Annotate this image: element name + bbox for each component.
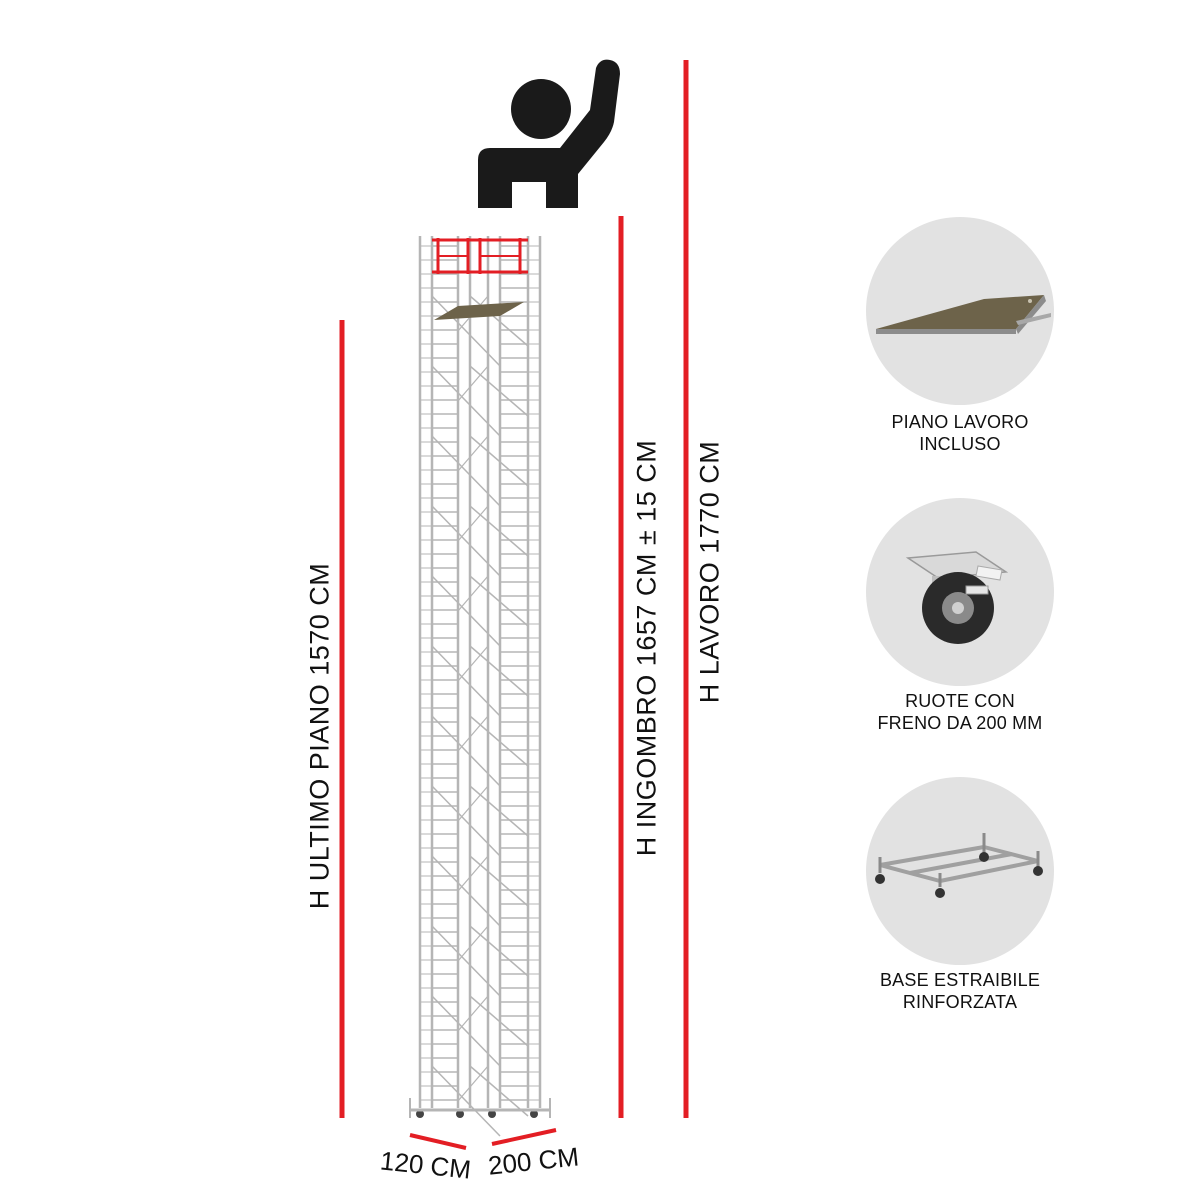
feature-caption: PIANO LAVORO INCLUSO — [826, 411, 1094, 455]
caster-wheel — [530, 1110, 538, 1118]
work-platform-icon — [876, 295, 1051, 334]
tower-brace — [469, 435, 529, 487]
tower-brace — [457, 505, 489, 542]
tower-brace — [431, 435, 501, 507]
tower-brace — [457, 715, 489, 752]
caster-wheel — [416, 1110, 424, 1118]
tower-brace — [457, 645, 489, 682]
tower-brace — [431, 645, 501, 717]
tower-brace — [431, 505, 501, 577]
caster-wheel — [456, 1110, 464, 1118]
tower-brace — [469, 505, 529, 557]
tower-brace — [469, 785, 529, 837]
tower-brace — [431, 575, 501, 647]
tower-brace — [469, 995, 529, 1047]
feature-circle — [866, 777, 1054, 965]
tower-brace — [431, 295, 501, 367]
work-platform — [434, 302, 524, 320]
tower-brace — [431, 365, 501, 437]
caption-line-1: RUOTE CON — [905, 691, 1015, 711]
label-h-ingombro: H INGOMBRO 1657 CM ± 15 CM — [631, 439, 662, 857]
tower-brace — [457, 855, 489, 892]
tower-brace — [469, 575, 529, 627]
tower-brace — [469, 715, 529, 767]
feature-base: BASE ESTRAIBILE RINFORZATA — [866, 777, 1054, 1012]
tower-brace — [457, 785, 489, 822]
label-h-ultimo-piano: H ULTIMO PIANO 1570 CM — [304, 562, 335, 910]
dim-line-width-long — [491, 1128, 557, 1146]
tower-brace — [457, 925, 489, 962]
tower-brace — [469, 295, 529, 347]
tower-brace — [431, 1065, 501, 1137]
caption-line-2: RINFORZATA — [902, 992, 1018, 1012]
tower-brace — [457, 995, 489, 1032]
tower-brace — [431, 855, 501, 927]
tower-brace — [457, 435, 489, 472]
dim-line-width-short — [409, 1133, 467, 1150]
tower-brace — [469, 1065, 529, 1117]
label-h-lavoro: H LAVORO 1770 CM — [694, 440, 725, 704]
feature-circle — [866, 217, 1054, 405]
caster-wheel — [488, 1110, 496, 1118]
tower-brace — [469, 855, 529, 907]
tower-brace — [469, 645, 529, 697]
tower-brace — [457, 365, 489, 402]
tower-brace — [469, 365, 529, 417]
tower-brace — [431, 995, 501, 1067]
tower-brace — [457, 1065, 489, 1102]
caption-line-2: INCLUSO — [919, 434, 1001, 454]
tower-brace — [431, 925, 501, 997]
caption-line-1: BASE ESTRAIBILE — [879, 970, 1041, 990]
tower-brace — [457, 575, 489, 612]
caption-line-2: FRENO DA 200 MM — [877, 713, 1043, 733]
feature-ruote: RUOTE CON FRENO DA 200 MM — [866, 498, 1054, 733]
feature-piano-lavoro: PIANO LAVORO INCLUSO — [866, 217, 1054, 454]
tower-brace — [469, 925, 529, 977]
tower-brace — [431, 715, 501, 787]
caption-line-1: PIANO LAVORO — [891, 412, 1029, 432]
feature-caption: RUOTE CON FRENO DA 200 MM — [826, 690, 1094, 734]
feature-caption: BASE ESTRAIBILE RINFORZATA — [826, 969, 1094, 1013]
caster-wheel-brake-icon — [905, 551, 1009, 644]
tower-brace — [431, 785, 501, 857]
extractable-base-icon — [875, 833, 1043, 898]
feature-circle — [866, 498, 1054, 686]
